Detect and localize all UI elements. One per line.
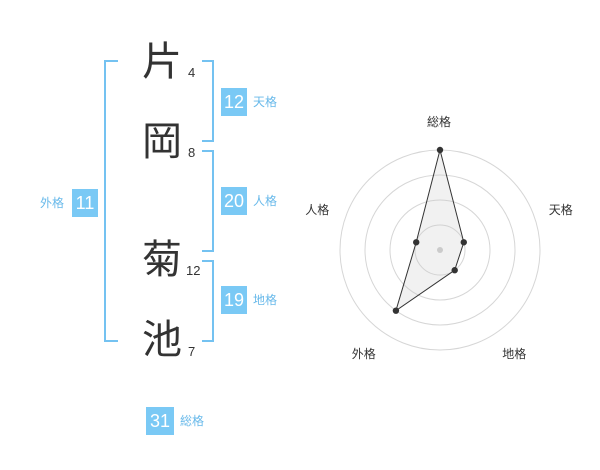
radar-grid-ring	[414, 224, 466, 276]
radar-point-4	[392, 307, 400, 314]
radar-point-3	[451, 267, 458, 274]
tenkaku-bracket	[202, 60, 214, 142]
soukaku-label: 総格	[180, 414, 205, 428]
gaikaku-label: 外格	[40, 196, 65, 210]
tenkaku-badge: 12	[221, 88, 247, 116]
radar-axis-label-1: 総格	[427, 115, 452, 129]
jinkaku-badge: 20	[221, 187, 247, 215]
radar-axis-label-5: 人格	[305, 203, 330, 218]
jinkaku-bracket	[202, 150, 214, 252]
tenkaku-label: 天格	[253, 95, 278, 109]
radar-grid-ring	[364, 174, 516, 326]
name-char-2: 岡	[142, 119, 182, 165]
chikaku-label: 地格	[253, 293, 278, 307]
gaikaku-bracket	[104, 60, 118, 342]
radar-grid-ring	[389, 199, 491, 301]
radar-point-1	[436, 146, 444, 154]
stroke-count-2: 8	[188, 145, 196, 160]
stroke-count-3: 12	[186, 263, 201, 278]
radar-axis-label-3: 地格	[502, 346, 527, 361]
gaikaku-badge: 11	[72, 189, 98, 217]
stroke-count-4: 7	[188, 344, 196, 359]
chikaku-bracket	[202, 260, 214, 342]
name-char-3: 菊	[142, 237, 182, 283]
radar-point-5	[413, 239, 420, 246]
radar-point-2	[460, 239, 467, 246]
radar-series-polygon	[395, 149, 465, 312]
name-char-4: 池	[142, 317, 182, 363]
soukaku-badge: 31	[146, 407, 174, 435]
radar-axis-label-2: 天格	[548, 203, 573, 218]
name-char-1: 片	[142, 39, 182, 85]
jinkaku-label: 人格	[253, 194, 278, 208]
radar-center-dot	[437, 247, 443, 253]
stroke-count-1: 4	[188, 65, 196, 80]
radar-axis-label-4: 外格	[351, 346, 376, 361]
chikaku-badge: 19	[221, 286, 247, 314]
